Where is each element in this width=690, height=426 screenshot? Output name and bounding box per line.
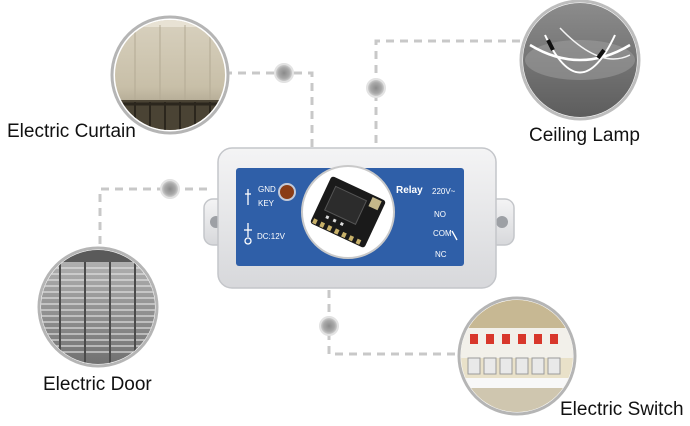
switch-photo bbox=[457, 296, 577, 416]
com-label: COM bbox=[433, 229, 452, 238]
connector-dot-switch bbox=[319, 316, 339, 336]
connector-dot-lamp bbox=[366, 78, 386, 98]
nc-label: NC bbox=[435, 250, 447, 259]
v220-label: 220V~ bbox=[432, 187, 456, 196]
no-label: NO bbox=[434, 210, 446, 219]
dc-label: DC:12V bbox=[257, 232, 286, 241]
key-indicator bbox=[278, 183, 296, 201]
gnd-label: GND bbox=[258, 185, 276, 194]
connector-dot-curtain bbox=[274, 63, 294, 83]
lamp-photo bbox=[519, 0, 641, 121]
connector-door bbox=[98, 187, 207, 248]
connector-switch bbox=[327, 290, 455, 356]
connector-dots bbox=[160, 63, 386, 336]
connector-dot-door bbox=[160, 179, 180, 199]
door-photo bbox=[37, 246, 159, 368]
chip-module-zoom bbox=[301, 165, 395, 259]
key-label: KEY bbox=[258, 199, 275, 208]
connector-lamp bbox=[374, 39, 520, 152]
connector-curtain bbox=[224, 71, 314, 152]
switch-label: Electric Switch bbox=[560, 399, 684, 420]
curtain-label: Electric Curtain bbox=[7, 121, 136, 142]
door-label: Electric Door bbox=[43, 374, 152, 395]
relay-label: Relay bbox=[396, 185, 423, 196]
lamp-label: Ceiling Lamp bbox=[529, 125, 640, 146]
curtain-photo bbox=[110, 15, 230, 135]
